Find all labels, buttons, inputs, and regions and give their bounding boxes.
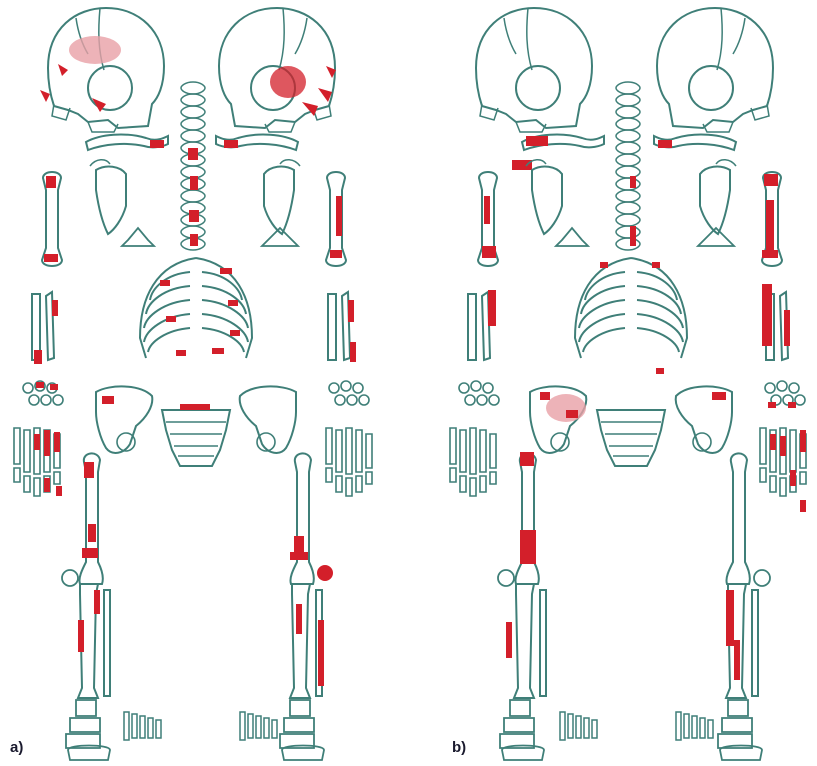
panel-label-b: b): [452, 739, 466, 756]
lesion-hand-left: [34, 430, 62, 496]
hand-right: [326, 428, 372, 496]
sacrum: [162, 410, 230, 466]
lesion-clavicles: [150, 140, 238, 148]
foot-left: [66, 700, 110, 760]
leg-left: [514, 584, 546, 698]
pelvis-right: [240, 386, 296, 453]
carpals-left: [459, 381, 499, 405]
vertebra-isolated-left: [556, 228, 588, 246]
panel-a: [14, 8, 372, 760]
scapula-left: [90, 160, 126, 234]
lesion-skull-left: [69, 36, 121, 64]
patella-right: [754, 570, 770, 586]
lesion-carpals: [768, 402, 796, 408]
panel-b: [450, 8, 806, 760]
foot-left: [500, 700, 544, 760]
lesion-forearms: [34, 300, 356, 364]
skull-right: [657, 8, 773, 132]
skull-left: [476, 8, 592, 132]
forearm-left: [468, 292, 490, 360]
femur-right: [290, 453, 313, 584]
panel-label-a: a): [10, 739, 23, 756]
lesion-legs: [78, 590, 324, 686]
leg-right: [290, 584, 322, 698]
femur-left: [515, 453, 538, 584]
vertebra-isolated-left: [122, 228, 154, 246]
patella-left: [62, 570, 78, 586]
lesion-knee-right: [317, 565, 333, 581]
foot-right: [280, 700, 324, 760]
spine: [616, 82, 640, 250]
lesion-pelvis: [102, 396, 210, 410]
scapula-left: [526, 160, 562, 234]
lesion-legs: [506, 590, 740, 680]
toes-left: [560, 712, 597, 740]
sacrum: [597, 410, 665, 466]
scapula-right: [700, 160, 736, 234]
vertebra-isolated-right: [698, 228, 734, 246]
lesion-spine: [188, 148, 199, 246]
forearm-right: [328, 292, 350, 360]
foot-right: [718, 700, 762, 760]
ribcage: [140, 258, 252, 358]
hand-left: [450, 428, 496, 496]
ribcage: [575, 258, 687, 358]
patella-left: [498, 570, 514, 586]
vertebra-isolated-right: [262, 228, 298, 246]
forearm-left: [32, 292, 54, 360]
scapula-right: [264, 160, 300, 234]
carpals-right: [765, 381, 805, 405]
lesion-clavicles: [512, 136, 672, 170]
toes-left: [124, 712, 161, 740]
toes-right: [676, 712, 713, 740]
lesion-spine: [630, 176, 636, 246]
femur-right: [726, 453, 749, 584]
lesion-femurs: [82, 462, 308, 560]
carpals-right: [329, 381, 369, 405]
toes-right: [240, 712, 277, 740]
spine: [181, 82, 205, 250]
lesion-skull-right: [270, 66, 306, 98]
